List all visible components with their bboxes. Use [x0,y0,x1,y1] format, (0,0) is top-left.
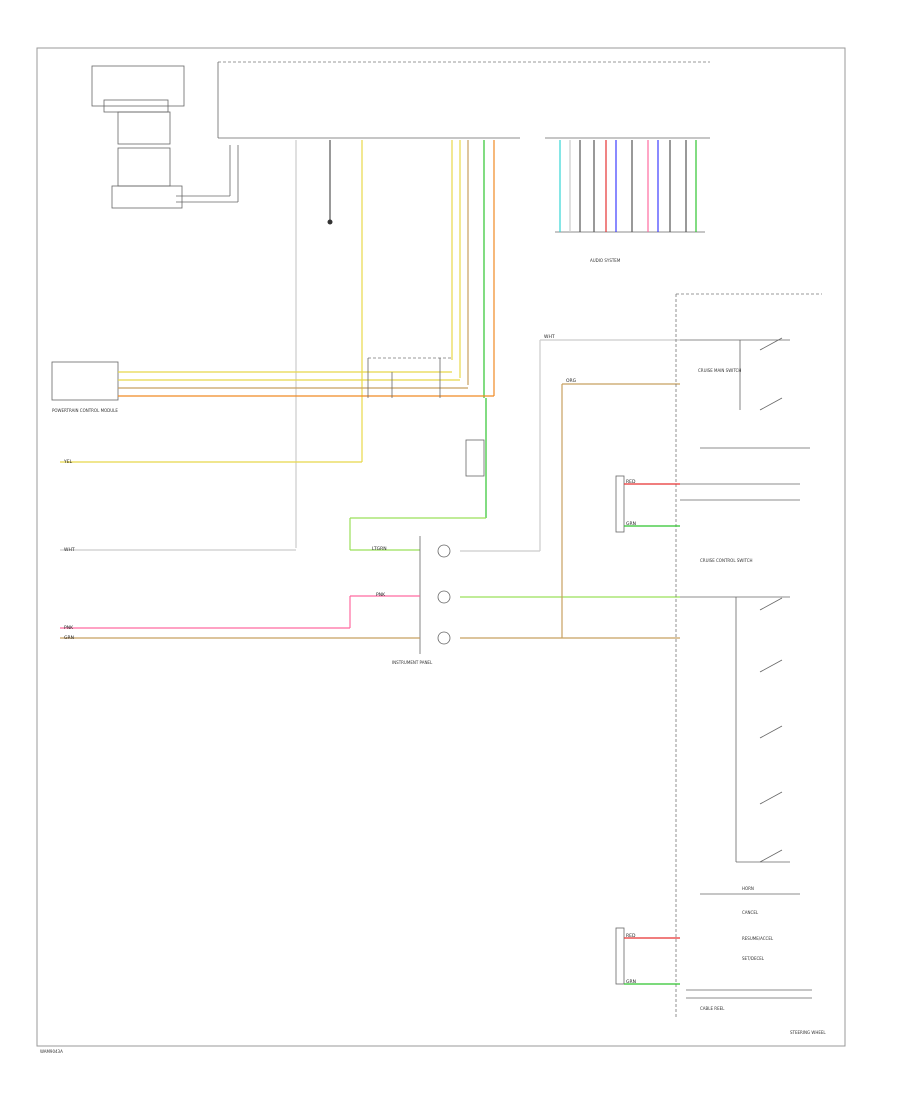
instrument-panel-label: INSTRUMENT PANEL [392,660,433,665]
resume-accel-label: RESUME/ACCEL [742,936,774,941]
wire-label-pnk2: PNK [376,592,386,598]
set-decel-label: SET/DECEL [742,956,765,961]
wire-label-wht2: WHT [544,334,555,340]
audio-wires [559,140,697,232]
cruise-control-unit [419,339,680,654]
wire-label-pnk: PNK [64,625,74,631]
fuse-box-component [91,65,239,209]
powertrain-module-label: POWERTRAIN CONTROL MODULE [52,408,118,413]
wire-label-grn2: GRN [626,979,636,985]
horn-connector-upper [615,475,800,533]
ground-symbol [327,219,333,225]
audio-system-label: AUDIO SYSTEM [590,258,621,263]
junction-connector [367,357,452,398]
horn-label: HORN [742,886,754,891]
cruise-main-switch [680,337,810,449]
wire-label-red2: RED [626,933,636,939]
cruise-control-switch-label: CRUISE CONTROL SWITCH [700,558,753,563]
powertrain-control-module: POWERTRAIN CONTROL MODULE [51,361,118,413]
wire-label-org: ORG [566,378,577,384]
pcm-wires [60,371,494,551]
wire-label-grn: GRN [626,521,636,527]
top-connector-strip [217,61,710,139]
top-vertical-wires [295,140,495,548]
grn-lower-wire [349,398,487,551]
wire-label-red: RED [626,479,636,485]
wire-label-ltgrn: LTGRN [372,546,387,552]
wire-label-tan: GRN [64,635,74,641]
cruise-control-switch: CRUISE CONTROL SWITCH [680,558,800,895]
diagram-code: WAM9043A [40,1049,63,1054]
clock-spring-label: CABLE REEL [700,1006,725,1011]
cruise-main-label: CRUISE MAIN SWITCH [698,368,741,373]
steering-wheel-area: STEERING WHEEL [675,293,826,1035]
diagram-frame [36,47,846,1047]
horn-connector-lower [615,927,812,999]
cancel-label: CANCEL [742,910,759,915]
steering-wheel-label: STEERING WHEEL [790,1030,826,1035]
wire-label-yel: YEL [63,459,73,465]
lower-left-wires [60,383,680,639]
wire-label-wht: WHT [64,547,75,553]
audio-system-connector: AUDIO SYSTEM [555,231,705,263]
